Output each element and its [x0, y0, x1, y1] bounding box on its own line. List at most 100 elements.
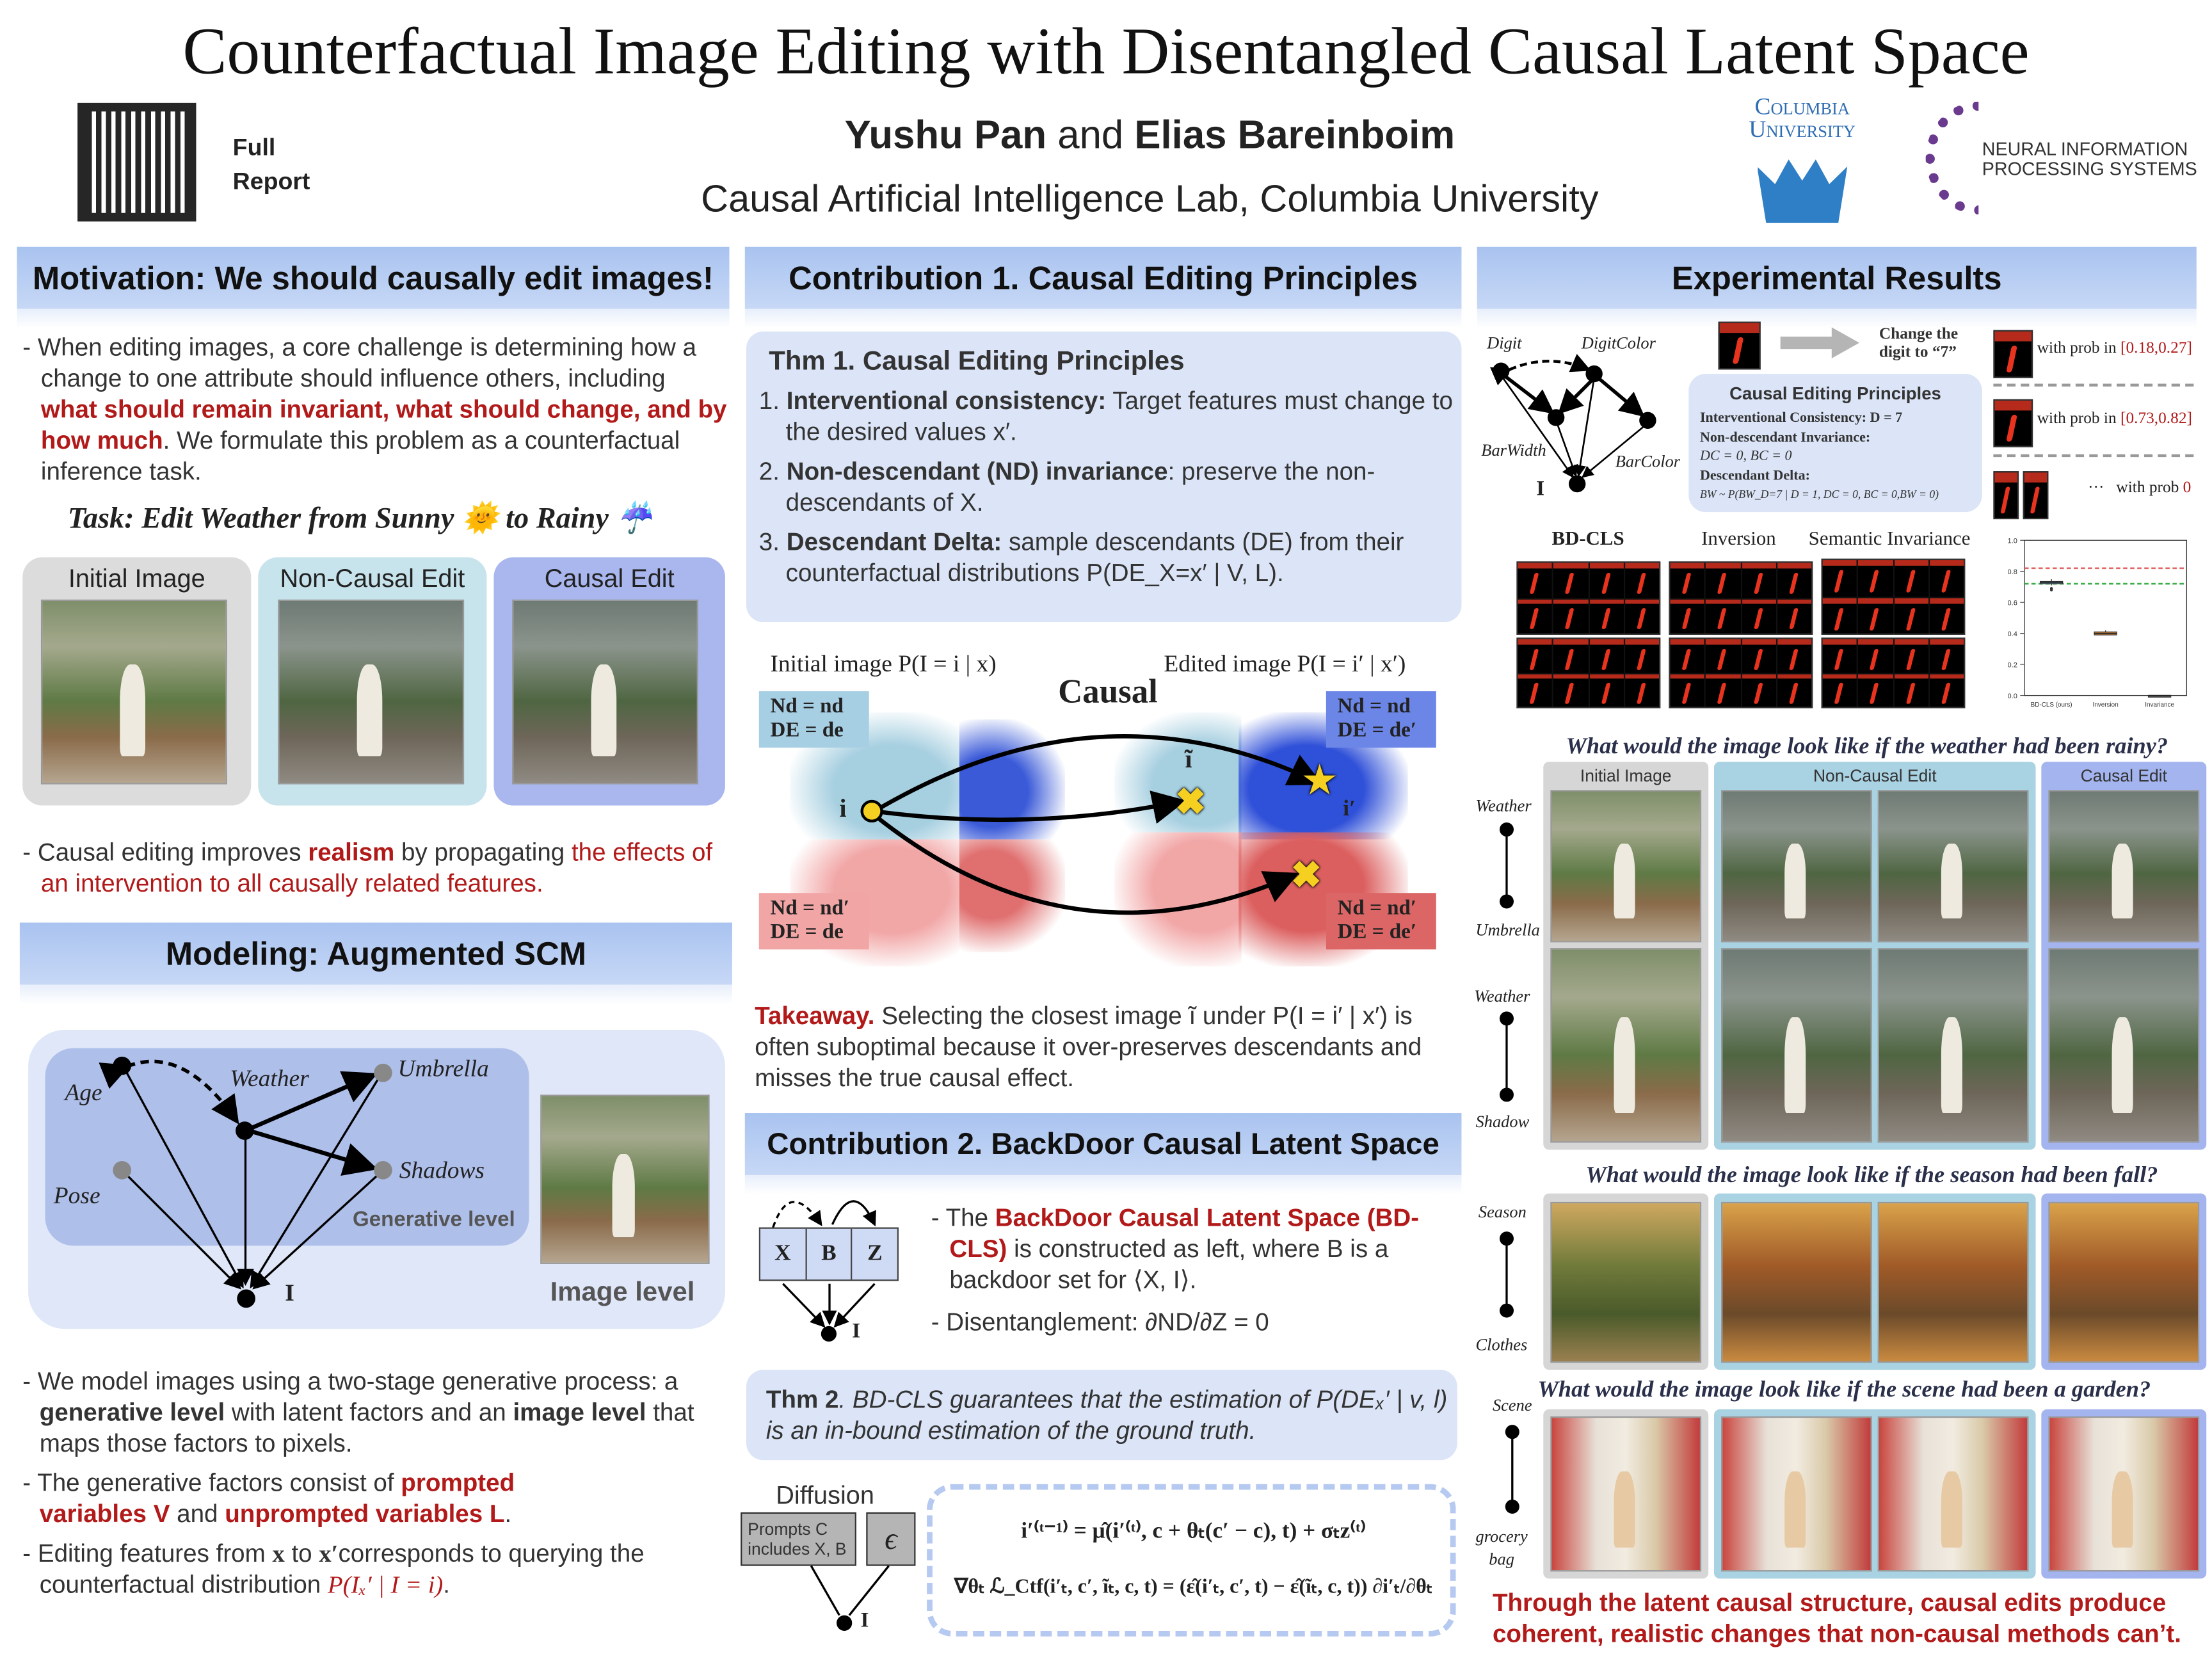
authors-and: and — [1057, 113, 1124, 157]
poster-title: Counterfactual Image Editing with Disent… — [182, 15, 2030, 89]
prob-2-range: [0.73,0.82] — [2120, 410, 2192, 428]
thm1-list: 1. Interventional consistency: Target fe… — [759, 385, 1453, 588]
prob-3-dots: ··· — [2088, 479, 2104, 497]
equation-2: ∇θₜ ℒ_Ctf(i′ₜ, c′, ĩₜ, c, t) = (ε̂(i′ₜ, … — [954, 1575, 1433, 1599]
pr-1: Interventional Consistency: D = 7 — [1699, 410, 1903, 426]
label-i: I — [852, 1320, 861, 1343]
b3-formula: P(Iₓ′ | I = i) — [328, 1570, 444, 1599]
thm2-body: . BD-CLS guarantees that the estimation … — [765, 1385, 1448, 1445]
b3-xprime: x′ — [319, 1539, 339, 1567]
q-bl-1: Nd = nd′ — [770, 897, 850, 920]
point-i — [860, 799, 883, 822]
mnist-graph — [1489, 353, 1649, 479]
scm-image — [540, 1094, 710, 1264]
label-iprime: i′ — [1343, 797, 1356, 821]
result-weather-noncausal-1 — [1721, 790, 1872, 943]
label-itilde: ĩ — [1185, 744, 1192, 773]
node-i — [1568, 475, 1586, 493]
col-label-noncausal: Non-Causal Edit — [1813, 765, 1937, 786]
b3-text-2: corresponds to querying the counterfactu… — [39, 1539, 645, 1599]
thm1-box — [746, 331, 1462, 623]
thm2-text: Thm 2. BD-CLS guarantees that the estima… — [766, 1384, 1457, 1446]
col-label-initial: Initial Image — [1580, 765, 1672, 786]
quadrant-bl: Nd = nd′DE = de — [758, 893, 869, 950]
thm2-label: Thm 2 — [765, 1385, 839, 1414]
node-barcolor — [1639, 412, 1656, 429]
b3-end: . — [443, 1570, 451, 1599]
pr-2: Non-descendant Invariance: — [1699, 429, 1871, 445]
method-semantic-invariance: Semantic Invariance — [1808, 529, 1971, 550]
p2-realism: realism — [308, 838, 395, 867]
modeling-bullet-1: - We model images using a two-stage gene… — [22, 1366, 694, 1457]
result-season-noncausal-1 — [1721, 1201, 1872, 1363]
g2-top: Weather — [1474, 986, 1530, 1006]
g3-bottom: Clothes — [1475, 1334, 1528, 1354]
contrib2-bullets: - The BackDoor Causal Latent Space (BD-C… — [931, 1202, 1456, 1338]
image-level-label: Image level — [550, 1278, 695, 1308]
label-i: I — [860, 1609, 869, 1633]
p2-text: Causal editing improves — [37, 838, 309, 867]
label-barcolor: BarColor — [1615, 451, 1681, 472]
node-pose — [113, 1160, 131, 1180]
b3-text: Editing features from — [37, 1539, 273, 1567]
g4-bottom-1: grocery — [1475, 1526, 1528, 1546]
task-text-2: to Rainy — [498, 501, 616, 535]
p1-text: When editing images, a core challenge is… — [37, 333, 697, 392]
box-plot-chart: 0.00.20.40.60.81.0BD-CLS (ours)Inversion… — [2008, 538, 2188, 709]
sun-icon: 🌞 — [461, 501, 499, 535]
y-tick-label: 0.8 — [2008, 568, 2017, 576]
inversion-digits-bottom — [1669, 637, 1813, 709]
node-i — [237, 1289, 255, 1308]
p1-highlight: what should remain invariant, what shoul… — [40, 395, 727, 454]
panel-label-initial: Initial Image — [68, 564, 205, 593]
q-tl-2: DE = de — [770, 719, 844, 742]
cluster-initial-bottom-right — [959, 839, 1066, 952]
result-scene-noncausal-1 — [1721, 1416, 1872, 1572]
qr-label-line2: Report — [232, 168, 310, 195]
columbia-line1: Columbia — [1754, 93, 1850, 120]
result-shadow-noncausal-1 — [1721, 948, 1872, 1143]
q-bl-2: DE = de — [770, 921, 844, 944]
initial-image — [40, 599, 227, 785]
node-digit — [1492, 362, 1510, 380]
takeaway-label: Takeaway. — [755, 1001, 875, 1030]
result-weather-causal — [2048, 790, 2200, 943]
qr-code[interactable] — [77, 102, 196, 222]
prob-1: with prob in [0.18,0.27] — [2037, 340, 2192, 357]
author-1: Yushu Pan — [844, 113, 1047, 157]
node-b: B — [806, 1228, 853, 1280]
causal-arrows — [873, 734, 1323, 915]
label-i: I — [285, 1279, 294, 1306]
g4-bottom-2: bag — [1489, 1549, 1514, 1569]
b1-text-3: that maps those factors to pixels. — [39, 1398, 694, 1457]
y-tick-label: 1.0 — [2008, 538, 2017, 545]
invariance-digits-top — [1821, 558, 1966, 635]
item-bold: Descendant Delta: — [786, 527, 1002, 556]
contrib2-bullet-2: - Disentanglement: ∂ND/∂Z = 0 — [931, 1308, 1269, 1336]
item-bold: Non-descendant (ND) invariance — [786, 457, 1168, 486]
g4-bottom: grocery bag — [1475, 1525, 1527, 1571]
equation-box — [927, 1484, 1456, 1637]
g4-top: Scene — [1492, 1395, 1532, 1415]
b2-prompted: prompted variables V — [39, 1468, 515, 1528]
node-weather — [236, 1121, 254, 1140]
col-label-causal: Causal Edit — [2080, 765, 2167, 786]
outcome-digit-1 — [1993, 330, 2033, 378]
item-num: 2. — [758, 457, 780, 486]
thm1-title: Thm 1. Causal Editing Principles — [769, 347, 1185, 377]
motivation-paragraph-1: - When editing images, a core challenge … — [22, 333, 727, 486]
prob-3-text: with prob — [2116, 479, 2183, 497]
g1-top: Weather — [1475, 796, 1532, 815]
item-text: : preserve the non-descendants of X. — [785, 457, 1375, 517]
scm-edges — [99, 1059, 383, 1290]
fig-initial-label: Initial image P(I = i | x) — [770, 650, 997, 677]
y-tick-label: 0.4 — [2008, 630, 2017, 638]
outcome-digit-4 — [2023, 471, 2049, 520]
method-inversion: Inversion — [1701, 529, 1776, 550]
x-tick-label: BD-CLS (ours) — [2031, 701, 2072, 709]
y-tick-label: 0.0 — [2008, 693, 2017, 700]
outcome-digit-3 — [1993, 471, 2019, 520]
invariance-digits-bottom — [1821, 637, 1966, 709]
